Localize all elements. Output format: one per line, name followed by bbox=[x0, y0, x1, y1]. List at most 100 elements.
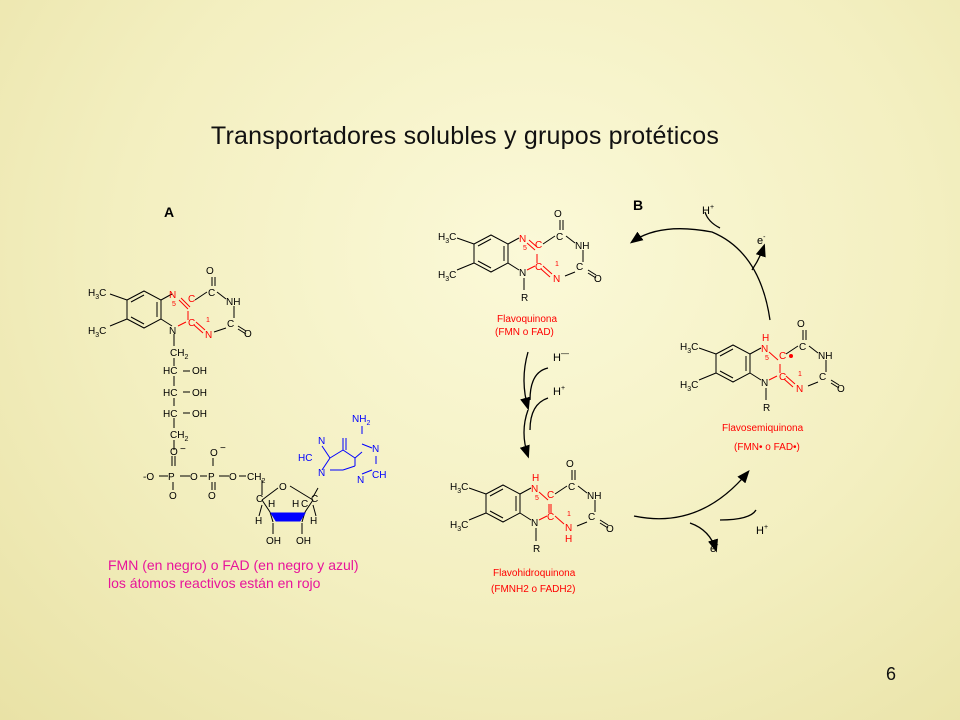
svg-text:H: H bbox=[762, 333, 769, 344]
svg-text:N: N bbox=[169, 326, 176, 337]
svg-text:O: O bbox=[169, 491, 177, 502]
flavosemiquinona-name: Flavosemiquinona bbox=[722, 423, 804, 434]
svg-text:C: C bbox=[576, 262, 583, 273]
svg-text:H: H bbox=[310, 516, 317, 527]
svg-text:H+: H+ bbox=[553, 385, 565, 398]
arrow-down-2 bbox=[519, 409, 530, 459]
svg-text:1: 1 bbox=[798, 371, 802, 378]
svg-text:HC: HC bbox=[163, 409, 177, 420]
svg-text:C: C bbox=[819, 372, 826, 383]
svg-text:N: N bbox=[553, 274, 560, 285]
svg-text:H3C: H3C bbox=[88, 288, 106, 301]
svg-text:H3C: H3C bbox=[450, 482, 468, 495]
svg-text:O: O bbox=[190, 472, 198, 483]
reagent-labels: H+ e- H— H+ e- H+ bbox=[553, 204, 768, 555]
svg-text:O: O bbox=[279, 482, 287, 493]
svg-text:CH: CH bbox=[372, 470, 386, 481]
svg-text:N: N bbox=[357, 475, 364, 486]
svg-text:C: C bbox=[535, 240, 542, 251]
svg-text:NH: NH bbox=[575, 241, 589, 252]
svg-text:H3C: H3C bbox=[438, 270, 456, 283]
redox-arrows bbox=[519, 211, 771, 553]
h-branch-bottom bbox=[719, 509, 757, 521]
svg-text:N: N bbox=[318, 468, 325, 479]
svg-text:O: O bbox=[170, 447, 178, 458]
svg-text:H3C: H3C bbox=[680, 380, 698, 393]
svg-text:H: H bbox=[532, 473, 539, 484]
flavohidroquinona-structure bbox=[468, 470, 609, 541]
svg-text:H3C: H3C bbox=[88, 326, 106, 339]
svg-text:NH: NH bbox=[226, 297, 240, 308]
flavoquinona-structure bbox=[456, 220, 597, 290]
svg-text:C: C bbox=[779, 351, 786, 362]
svg-text:H—: H— bbox=[553, 349, 569, 364]
svg-text:C: C bbox=[301, 499, 308, 510]
svg-text:1: 1 bbox=[555, 261, 559, 268]
svg-text:−: − bbox=[180, 444, 186, 455]
svg-text:C: C bbox=[535, 262, 542, 273]
fad-structure bbox=[109, 277, 319, 534]
svg-text:1: 1 bbox=[206, 317, 210, 324]
arrow-up-left bbox=[629, 228, 771, 321]
svg-text:C: C bbox=[208, 288, 215, 299]
svg-text:5: 5 bbox=[535, 495, 539, 502]
svg-text:HC: HC bbox=[298, 453, 312, 464]
h-branch-top bbox=[704, 211, 721, 229]
svg-text:C: C bbox=[568, 482, 575, 493]
caption-line-1: FMN (en negro) o FAD (en negro y azul) bbox=[108, 557, 359, 573]
svg-text:NH: NH bbox=[818, 351, 832, 362]
svg-text:R: R bbox=[763, 403, 770, 414]
svg-text:C: C bbox=[588, 512, 595, 523]
svg-text:N: N bbox=[761, 378, 768, 389]
svg-text:C: C bbox=[779, 372, 786, 383]
svg-text:-O: -O bbox=[143, 472, 154, 483]
svg-text:O: O bbox=[797, 319, 805, 330]
svg-text:HC: HC bbox=[163, 388, 177, 399]
e-branch-bottom bbox=[689, 522, 718, 553]
svg-text:O: O bbox=[210, 448, 218, 459]
svg-text:e-: e- bbox=[710, 542, 719, 555]
arrow-up-right bbox=[633, 469, 750, 520]
svg-text:NH2: NH2 bbox=[352, 414, 370, 427]
svg-text:N: N bbox=[531, 518, 538, 529]
svg-text:H3C: H3C bbox=[680, 342, 698, 355]
flavohidroquinona-labels: H3C H3C H N 5 C C O NH C O C 1 N H N R bbox=[450, 459, 614, 555]
svg-text:N: N bbox=[318, 436, 325, 447]
svg-text:H: H bbox=[255, 516, 262, 527]
svg-text:C: C bbox=[311, 494, 318, 505]
svg-text:OH: OH bbox=[192, 366, 207, 377]
svg-text:N: N bbox=[565, 523, 572, 534]
svg-text:NH: NH bbox=[587, 491, 601, 502]
svg-text:e-: e- bbox=[757, 234, 766, 247]
arrow-down-1 bbox=[520, 351, 531, 411]
adenine-group bbox=[321, 426, 377, 475]
svg-text:H+: H+ bbox=[756, 524, 768, 537]
svg-text:H: H bbox=[565, 534, 572, 545]
svg-text:R: R bbox=[533, 544, 540, 555]
svg-text:O: O bbox=[566, 459, 574, 470]
svg-text:C: C bbox=[256, 494, 263, 505]
svg-text:1: 1 bbox=[567, 511, 571, 518]
svg-text:O: O bbox=[229, 472, 237, 483]
panel-b-label: B bbox=[633, 197, 644, 213]
svg-text:N: N bbox=[761, 344, 768, 355]
svg-text:O: O bbox=[208, 491, 216, 502]
flavohidroquinona-forms: (FMNH2 o FADH2) bbox=[491, 584, 575, 595]
flavoquinona-labels: H3C H3C N 5 C C O NH C O C 1 N N R bbox=[438, 209, 602, 304]
svg-text:OH: OH bbox=[296, 536, 311, 547]
svg-text:O: O bbox=[594, 274, 602, 285]
svg-text:C: C bbox=[547, 490, 554, 501]
svg-text:OH: OH bbox=[266, 536, 281, 547]
svg-text:N: N bbox=[519, 234, 526, 245]
svg-text:O: O bbox=[837, 384, 845, 395]
svg-text:N: N bbox=[531, 484, 538, 495]
caption-line-2: los átomos reactivos están en rojo bbox=[108, 575, 321, 591]
svg-text:R: R bbox=[521, 293, 528, 304]
svg-text:C: C bbox=[547, 512, 554, 523]
svg-text:P: P bbox=[208, 472, 215, 483]
svg-text:H3C: H3C bbox=[438, 232, 456, 245]
svg-text:O: O bbox=[244, 329, 252, 340]
